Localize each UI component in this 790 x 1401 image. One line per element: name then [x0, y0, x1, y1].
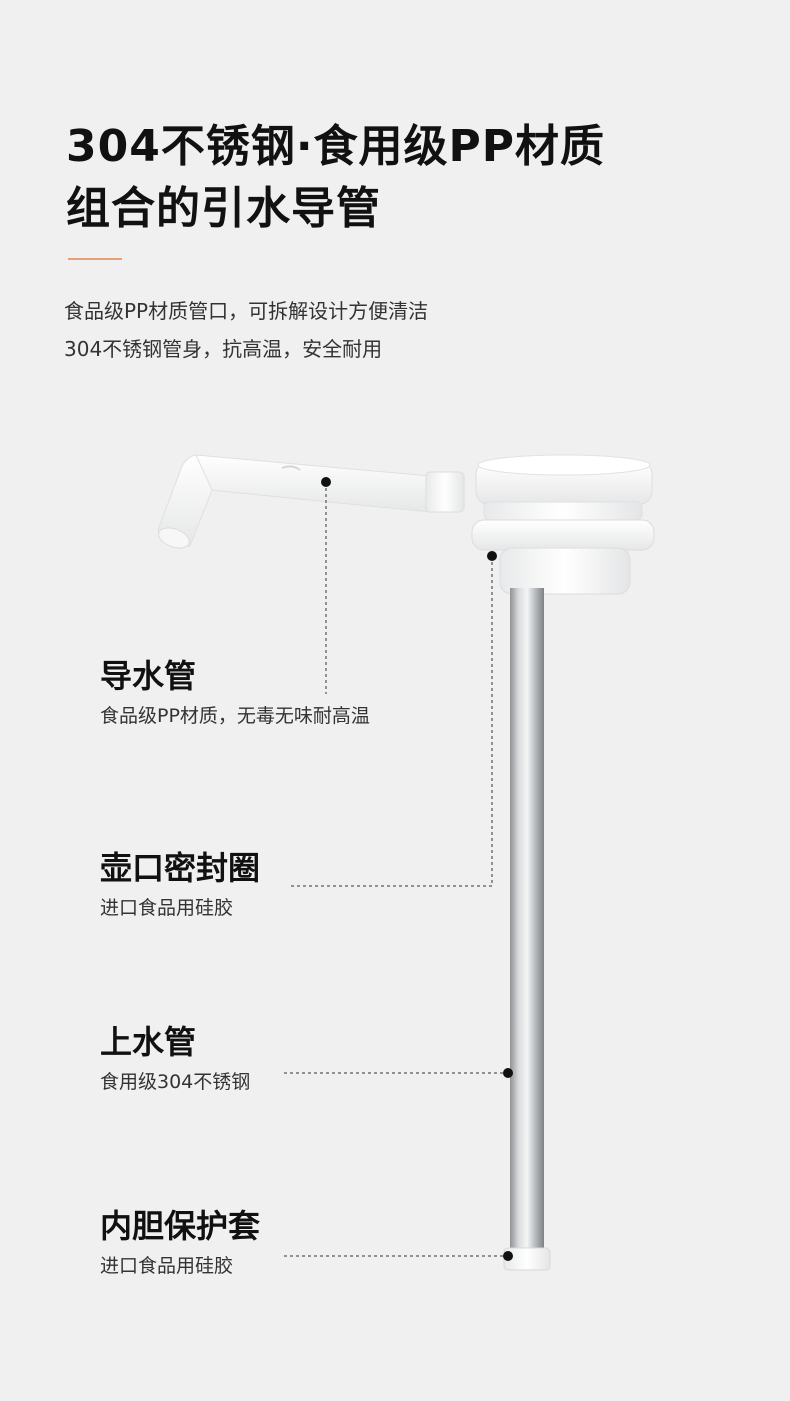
title-line-1: 304不锈钢·食用级PP材质: [66, 121, 606, 172]
steel-tube: [503, 588, 551, 1271]
part-desc: 进口食品用硅胶: [100, 897, 234, 919]
subtitle: 食品级PP材质管口，可拆解设计方便清洁 304不锈钢管身，抗高温，安全耐用: [64, 292, 428, 368]
subtitle-line-2: 304不锈钢管身，抗高温，安全耐用: [64, 337, 383, 361]
accent-divider: [68, 258, 122, 260]
subtitle-line-1: 食品级PP材质管口，可拆解设计方便清洁: [64, 299, 429, 323]
part-name: 壶口密封圈: [100, 849, 261, 887]
part-label-seal-ring: 壶口密封圈 进口食品用硅胶: [100, 848, 260, 922]
page-title: 304不锈钢·食用级PP材质 组合的引水导管: [66, 116, 605, 240]
part-label-suction-pipe: 上水管 食用级304不锈钢: [100, 1022, 250, 1096]
part-desc: 食品级PP材质，无毒无味耐高温: [100, 705, 370, 727]
part-label-liner-cap: 内胆保护套 进口食品用硅胶: [100, 1206, 260, 1280]
callout-seal-ring: [288, 551, 497, 887]
part-name: 导水管: [100, 657, 197, 695]
part-name: 内胆保护套: [100, 1207, 261, 1245]
part-name: 上水管: [100, 1023, 197, 1061]
seal-ring-assembly: [471, 454, 655, 595]
callout-liner-cap: [284, 1251, 513, 1261]
callout-suction-pipe: [284, 1068, 513, 1078]
part-label-guide-pipe: 导水管 食品级PP材质，无毒无味耐高温: [100, 656, 370, 730]
title-line-2: 组合的引水导管: [66, 183, 381, 234]
part-desc: 食用级304不锈钢: [100, 1071, 251, 1093]
part-desc: 进口食品用硅胶: [100, 1255, 234, 1277]
callout-guide-pipe: [321, 477, 331, 694]
outlet-spout: [157, 454, 465, 549]
